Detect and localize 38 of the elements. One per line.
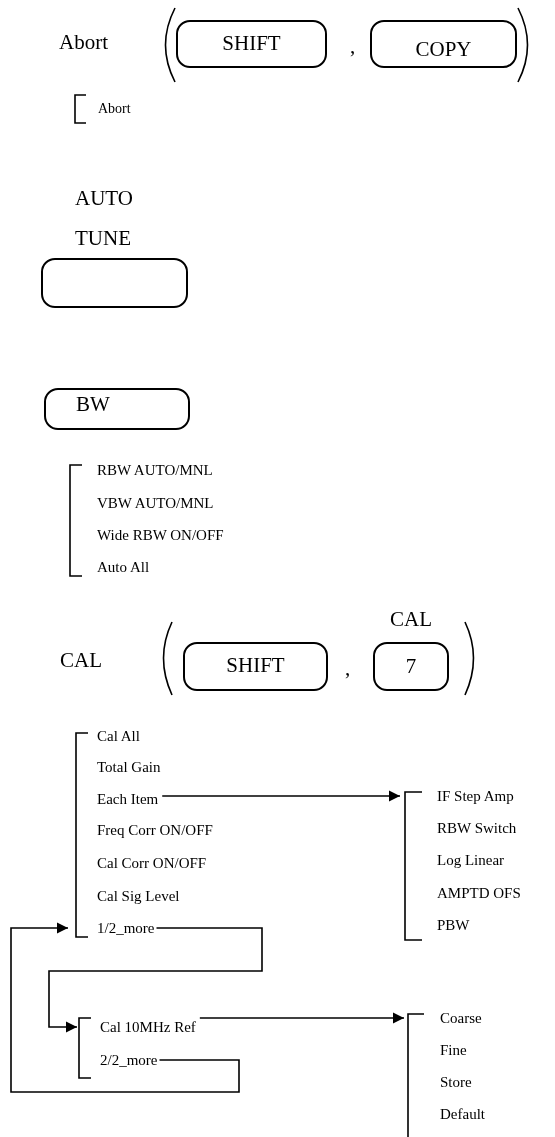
command-name: CAL [60,648,102,672]
menu-item: Wide RBW ON/OFF [97,526,224,545]
menu-item: Cal 10MHz Ref [77,1017,196,1037]
arrow [10,922,240,1093]
menu-item: Cal Corr ON/OFF [97,854,207,873]
key-caption: CAL [389,606,433,632]
panel-key: SHIFT [176,20,327,68]
arrow [161,790,401,802]
command-name: Abort [59,30,108,54]
menu-item: AMPTD OFS [437,884,521,903]
comma: , [350,34,356,58]
menu-item: Store [440,1073,472,1092]
menu-item: Auto All [97,558,150,577]
menu-item: PBW [437,916,470,935]
comma: , [345,656,351,680]
menu-item: Fine [440,1041,467,1060]
arrow [199,1012,405,1024]
menu-item: RBW Switch [437,819,517,838]
menu-item: Cal All [97,727,140,746]
menu-item: Total Gain [97,758,161,777]
menu-item: VBW AUTO/MNL [97,494,214,513]
panel-key: SHIFT [183,642,328,691]
panel-key: BW [44,388,190,430]
menu-item: Coarse [404,1008,482,1028]
menu-item: 2/2_more [100,1050,158,1070]
menu-item: RBW AUTO/MNL [97,461,213,480]
menu-item: Cal Sig Level [97,887,180,906]
panel-key: 7 [373,642,449,691]
panel-key: COPY [370,20,517,68]
menu-item: 1/2_more [68,918,155,938]
key-caption: AUTO TUNE [75,185,134,252]
arrow [48,927,263,1033]
menu-item: Freq Corr ON/OFF [97,821,213,840]
menu-item: Abort [98,100,131,118]
menu-item: Default [440,1105,485,1124]
menu-item: Each Item [97,789,159,809]
menu-item: Log Linear [437,851,505,870]
menu-item: IF Step Amp [400,786,514,806]
